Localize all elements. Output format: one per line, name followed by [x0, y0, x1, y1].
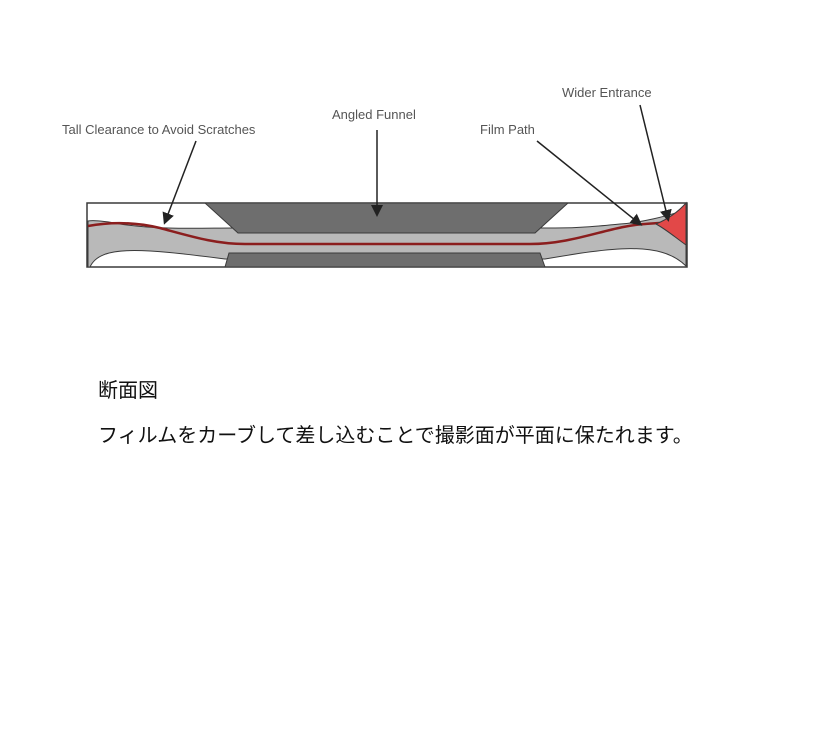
bottom-plate — [224, 252, 546, 268]
arrow-tall-clearance — [162, 140, 197, 225]
label-angled-funnel: Angled Funnel — [332, 107, 416, 122]
film-holder-cross-section-diagram: Tall Clearance to Avoid Scratches Angled… — [62, 85, 688, 268]
arrow-film-path — [536, 140, 643, 226]
angled-funnel — [203, 202, 570, 234]
caption-title: 断面図 — [98, 378, 158, 402]
label-tall-clearance: Tall Clearance to Avoid Scratches — [62, 122, 256, 137]
label-film-path: Film Path — [480, 122, 535, 137]
label-wider-entrance: Wider Entrance — [562, 85, 652, 100]
arrow-wider-entrance — [639, 104, 672, 222]
wider-entrance-region — [654, 201, 687, 246]
film-path-line — [87, 220, 687, 246]
caption-body: フィルムをカーブして差し込むことで撮影面が平面に保たれます。 — [98, 423, 693, 447]
upper-clearance-left — [88, 204, 215, 216]
